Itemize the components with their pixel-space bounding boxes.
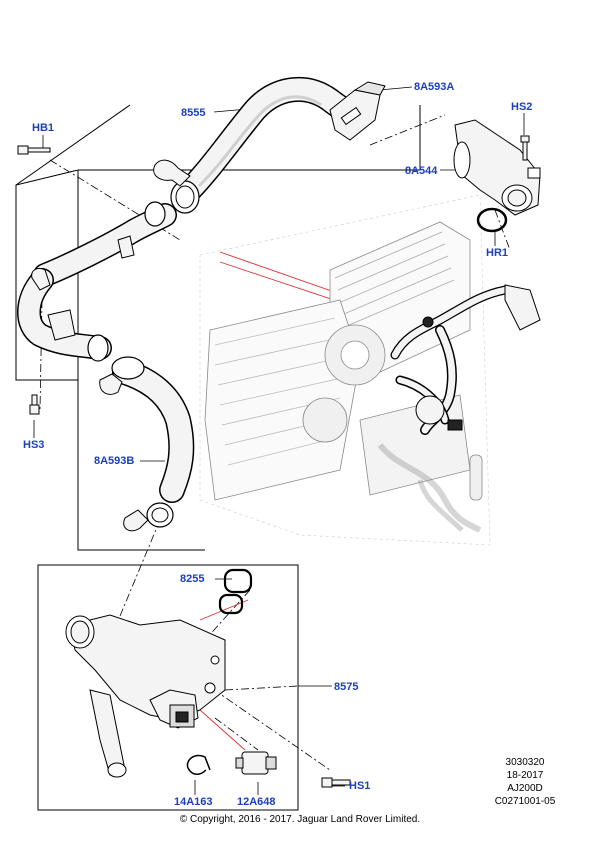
bracket-hose-end-top bbox=[144, 201, 166, 227]
hose-8a593b-top-end bbox=[111, 356, 145, 380]
bolt-hs2 bbox=[520, 135, 530, 161]
red-leader-4 bbox=[199, 599, 249, 621]
frame-top-edge bbox=[15, 104, 131, 186]
hose-8a593b-clip-bottom bbox=[123, 509, 149, 532]
engine-thermostat-highlight bbox=[415, 284, 541, 431]
callout-8a593b: 8A593B bbox=[94, 455, 135, 467]
connector-8a593a bbox=[329, 81, 386, 141]
thermostat-8a544 bbox=[453, 119, 541, 216]
callout-14a163: 14A163 bbox=[174, 796, 213, 808]
engine-bay-overview bbox=[204, 221, 483, 533]
callout-hs1: HS1 bbox=[349, 780, 371, 792]
callout-hs3: HS3 bbox=[23, 439, 45, 451]
seal-8255 bbox=[218, 568, 253, 615]
hose-bracket-assembly bbox=[17, 203, 177, 360]
callout-8555: 8555 bbox=[181, 107, 206, 119]
callout-8a544: 8A544 bbox=[405, 165, 438, 177]
centerline-sensor bbox=[214, 717, 259, 751]
callout-12a648: 12A648 bbox=[237, 796, 276, 808]
lower-assembly-frame bbox=[77, 380, 205, 551]
hose-8a593b-clip-top bbox=[99, 373, 123, 395]
red-leader-3 bbox=[199, 709, 246, 751]
engine-overview-outline bbox=[199, 194, 491, 546]
hose-8555-lower-bore bbox=[175, 185, 195, 209]
reference-code-4: C0271001-05 bbox=[494, 796, 556, 807]
callout-hb1: HB1 bbox=[32, 122, 55, 134]
centerline-hs1 bbox=[199, 679, 331, 771]
centerline-hs2 bbox=[369, 114, 446, 146]
centerline-hr1 bbox=[494, 209, 511, 251]
bolt-hb1 bbox=[17, 145, 51, 155]
hose-8a593b-bottom-bore bbox=[151, 507, 169, 523]
callout-hr1: HR1 bbox=[486, 247, 509, 259]
bolt-hs1 bbox=[321, 777, 351, 788]
leader-8a593a bbox=[379, 86, 413, 91]
callout-8255: 8255 bbox=[180, 573, 205, 585]
centerline-8575 bbox=[224, 685, 299, 691]
reference-code-2: 18-2017 bbox=[506, 770, 544, 781]
oring-hr1 bbox=[476, 207, 508, 233]
clip-14a163 bbox=[186, 754, 211, 775]
reference-code-3: AJ200D bbox=[507, 783, 543, 794]
hose-8a593b bbox=[112, 359, 195, 503]
callout-8a593a: 8A593A bbox=[414, 81, 455, 93]
bracket-hose-end bbox=[87, 334, 109, 362]
mounting-bracket bbox=[47, 235, 135, 341]
centerline-seal bbox=[204, 589, 251, 641]
thermostat-housing-8575 bbox=[65, 614, 226, 778]
centerline-hb1 bbox=[49, 159, 181, 241]
hose-8555-clip bbox=[153, 159, 191, 187]
copyright-notice: © Copyright, 2016 - 2017. Jaguar Land Ro… bbox=[179, 814, 421, 825]
bolt-hs3 bbox=[29, 394, 40, 415]
sensor-12a648 bbox=[235, 751, 277, 775]
reference-code-1: 3030320 bbox=[505, 757, 545, 768]
bracket-clip-left bbox=[31, 267, 51, 291]
callout-8575: 8575 bbox=[334, 681, 359, 693]
thermostat-detail-box bbox=[37, 564, 299, 811]
callout-hs2: HS2 bbox=[511, 101, 533, 113]
